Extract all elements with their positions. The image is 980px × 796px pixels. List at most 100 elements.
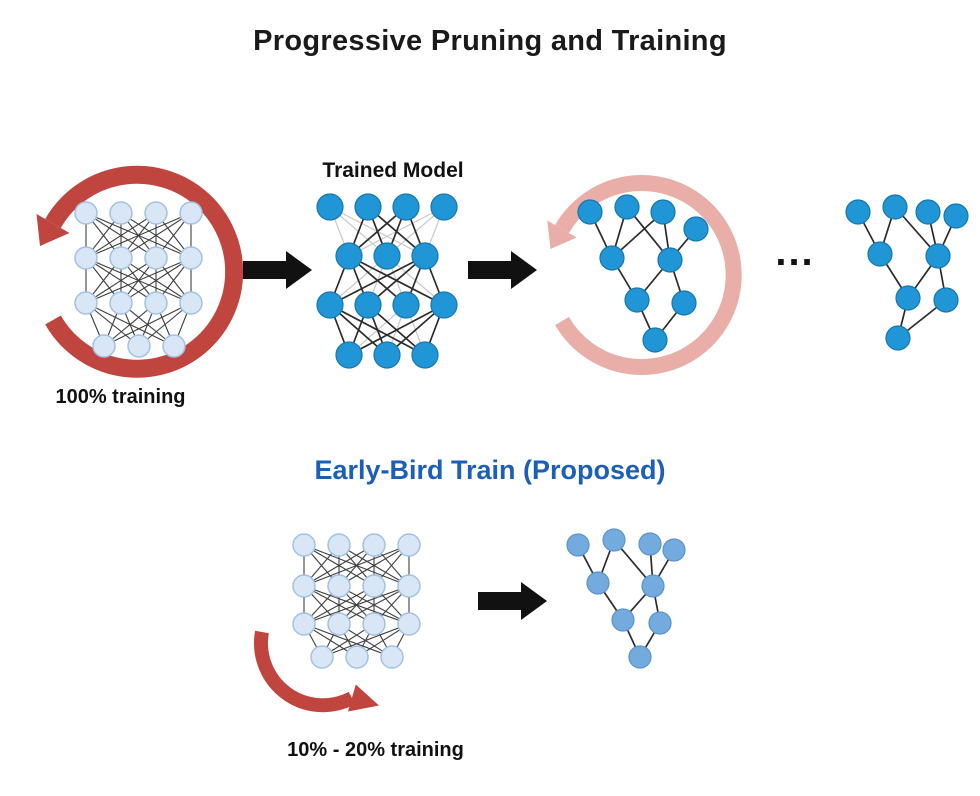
network-initial-full [74, 201, 203, 358]
network-node [144, 201, 168, 225]
network-trained-model [316, 193, 458, 369]
network-node [895, 285, 921, 311]
network-node [144, 246, 168, 270]
network-node [373, 242, 401, 270]
network-node [845, 199, 871, 225]
network-node [292, 533, 316, 557]
network-node [867, 241, 893, 267]
network-node [144, 291, 168, 315]
network-node [642, 327, 668, 353]
network-edge [303, 585, 410, 625]
network-node [430, 193, 458, 221]
network-node [650, 199, 676, 225]
network-node [397, 612, 421, 636]
network-node [109, 291, 133, 315]
right-arrow-icon [478, 582, 547, 620]
network-node [327, 574, 351, 598]
network-node [179, 201, 203, 225]
network-node [335, 341, 363, 369]
network-edge [338, 544, 410, 587]
network-earlybird-initial [292, 533, 421, 669]
network-node [74, 246, 98, 270]
network-node [162, 334, 186, 358]
network-node [179, 291, 203, 315]
partial-cycle-arrowhead-icon [348, 684, 379, 712]
right-arrow-icon [243, 251, 312, 289]
network-node [373, 341, 401, 369]
training-100-label: 100% training [55, 386, 186, 408]
network-node [577, 199, 603, 225]
network-node [586, 571, 610, 595]
network-node [362, 533, 386, 557]
cycle-arrow-icon [45, 165, 244, 378]
network-node [882, 194, 908, 220]
network-node [380, 645, 404, 669]
network-node [292, 612, 316, 636]
network-node [327, 612, 351, 636]
network-node [611, 608, 635, 632]
right-arrow-icon [468, 251, 537, 289]
network-node [648, 611, 672, 635]
network-edge [338, 585, 410, 625]
network-node [74, 291, 98, 315]
network-node [354, 291, 382, 319]
training-10-20-label: 10% - 20% training [287, 739, 464, 761]
network-node [310, 645, 334, 669]
network-node [316, 291, 344, 319]
network-node [109, 246, 133, 270]
network-node [602, 528, 626, 552]
network-node [885, 325, 911, 351]
network-node [614, 194, 640, 220]
network-edge [103, 302, 192, 347]
network-node [430, 291, 458, 319]
network-edge [85, 257, 192, 304]
network-node [925, 243, 951, 269]
network-node [943, 203, 969, 229]
partial-cycle-arrow-icon [253, 630, 356, 713]
network-node [327, 533, 351, 557]
network-edge [348, 304, 445, 356]
network-node [392, 291, 420, 319]
network-node [74, 201, 98, 225]
network-node [915, 199, 941, 225]
network-edge [85, 257, 157, 304]
network-node [599, 245, 625, 271]
network-node [392, 193, 420, 221]
network-node [671, 290, 697, 316]
page-title: Progressive Pruning and Training [253, 25, 727, 57]
network-node [127, 334, 151, 358]
network-node [292, 574, 316, 598]
network-node [362, 574, 386, 598]
network-node [92, 334, 116, 358]
network-node [662, 538, 686, 562]
network-edge [120, 257, 192, 304]
cycle-arrowhead-icon [36, 214, 70, 246]
network-node [345, 645, 369, 669]
cycle-arrow-faded-icon [555, 175, 742, 375]
ellipsis-label: ... [775, 230, 815, 274]
network-node [109, 201, 133, 225]
network-pruned-1 [577, 194, 709, 353]
network-node [657, 247, 683, 273]
network-node [354, 193, 382, 221]
network-edge [329, 255, 426, 306]
network-node [624, 287, 650, 313]
network-node [411, 242, 439, 270]
network-edge [303, 585, 375, 625]
network-node [397, 574, 421, 598]
network-node [335, 242, 363, 270]
trained-model-label: Trained Model [322, 159, 464, 182]
network-edge [85, 212, 192, 259]
network-edge [303, 544, 375, 587]
network-edge [120, 212, 192, 259]
network-edge [321, 623, 410, 658]
network-node [566, 533, 590, 557]
network-node [638, 532, 662, 556]
network-node [641, 574, 665, 598]
network-node [411, 341, 439, 369]
proposed-section-title: Early-Bird Train (Proposed) [314, 455, 666, 485]
network-node [316, 193, 344, 221]
network-edge [85, 212, 157, 259]
